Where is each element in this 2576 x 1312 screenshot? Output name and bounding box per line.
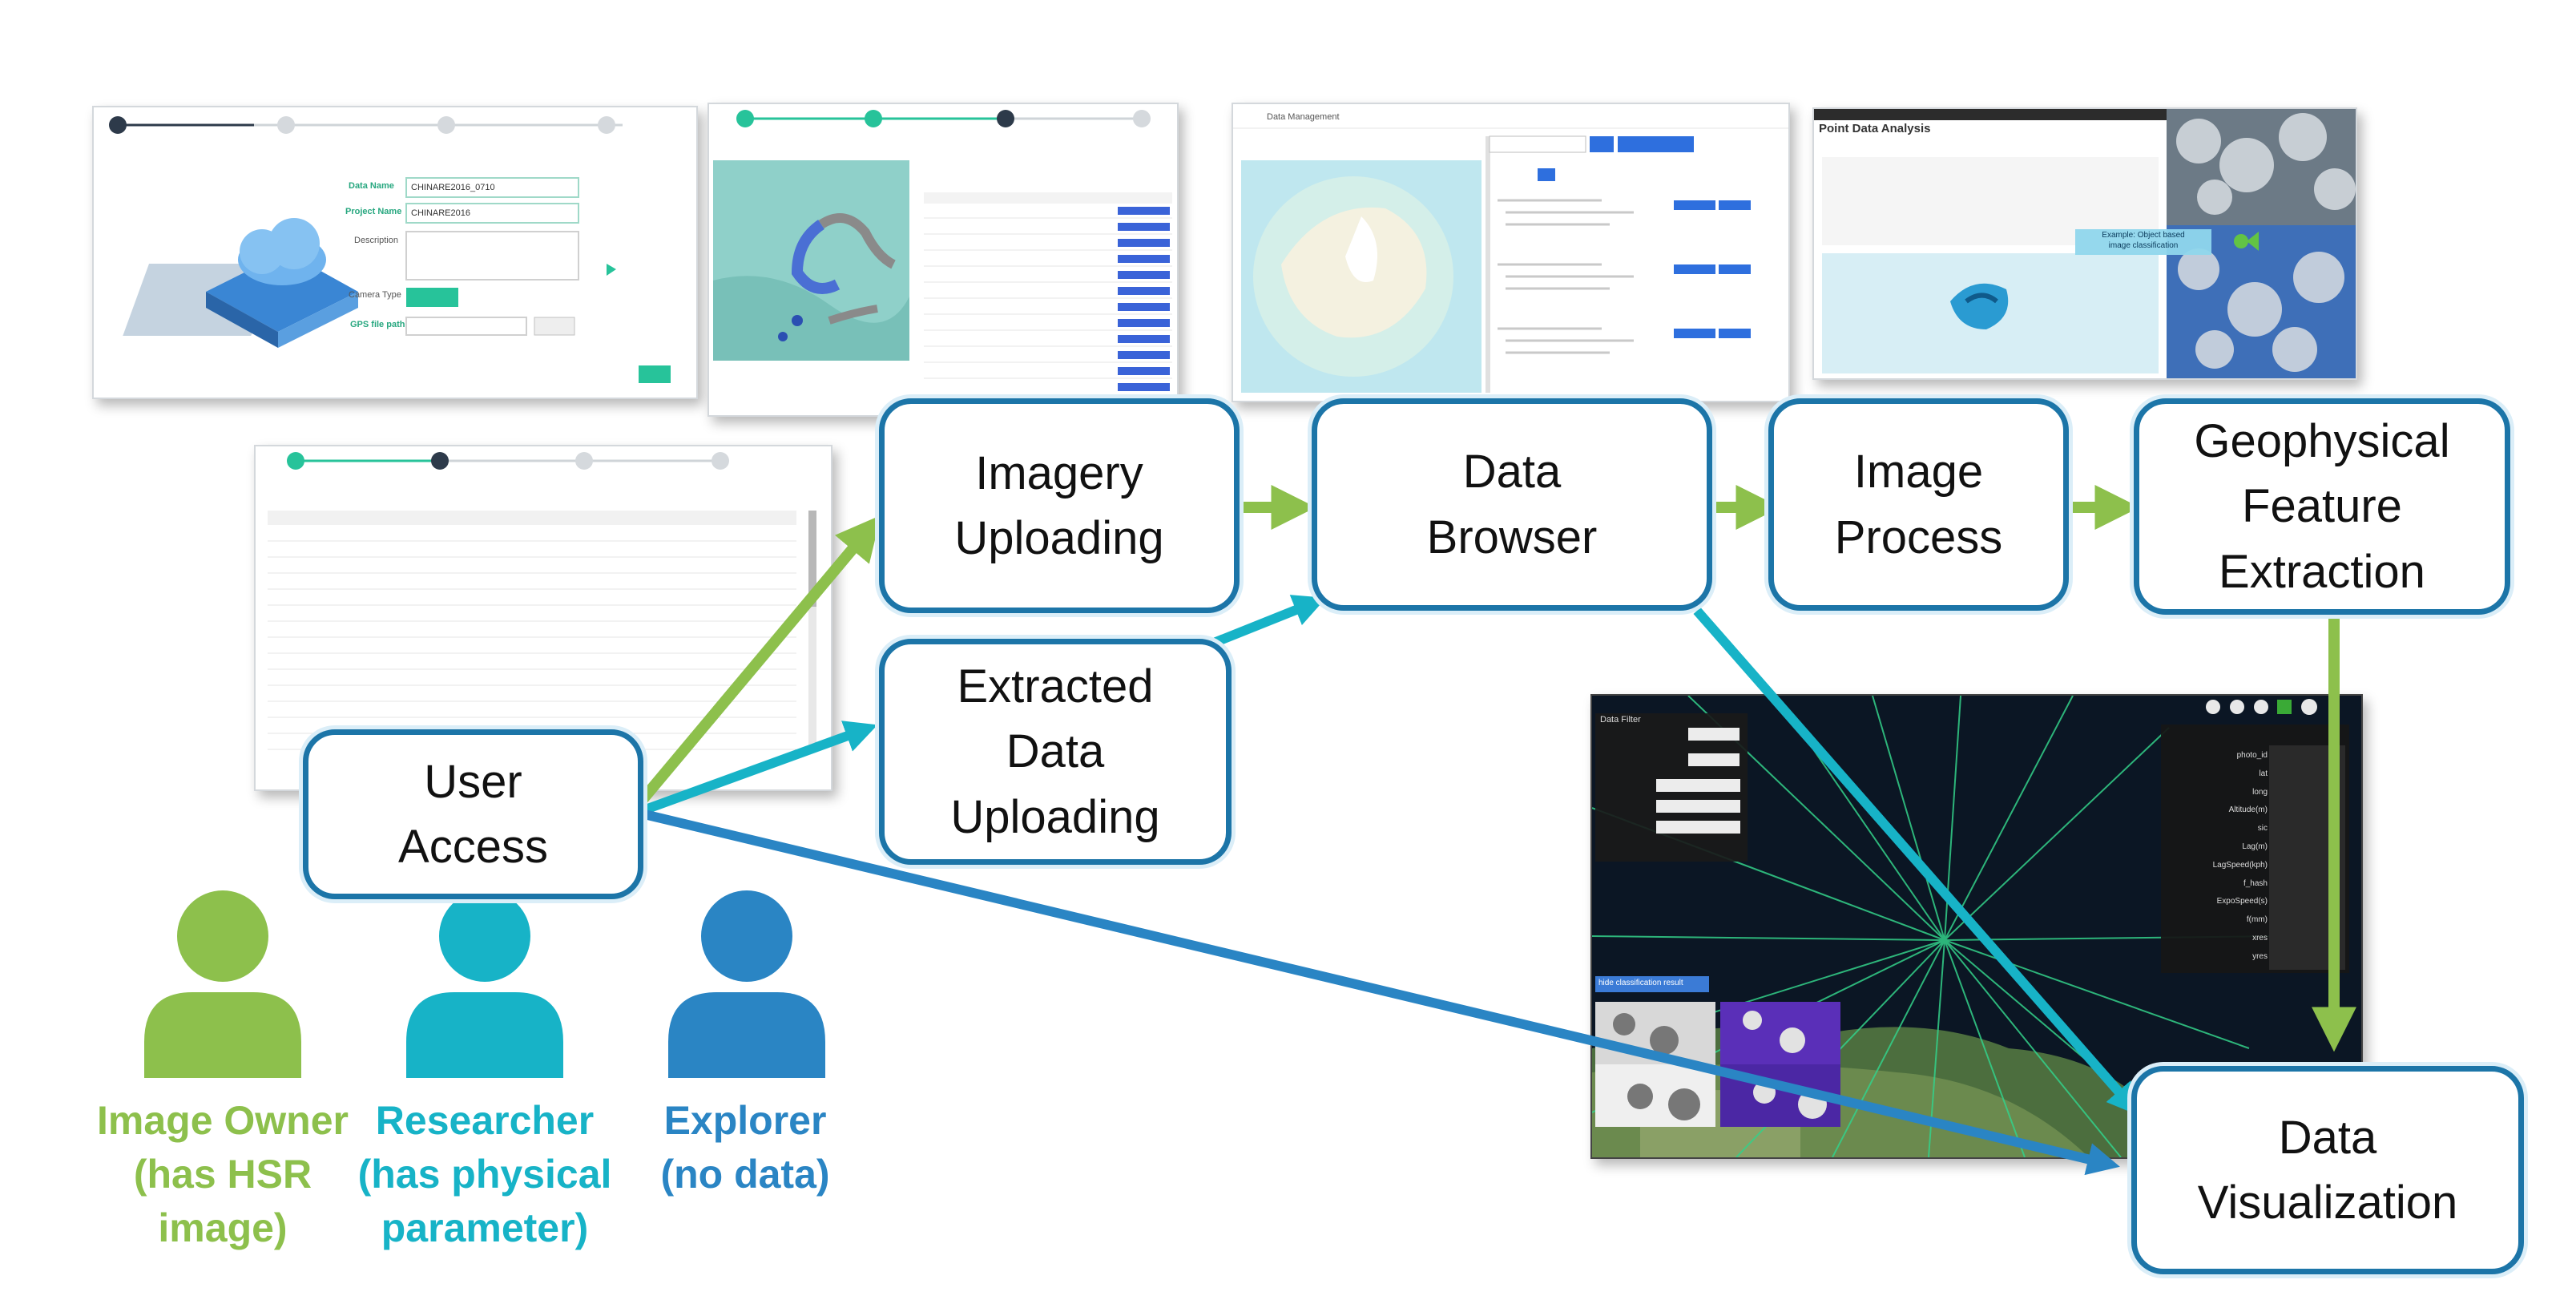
screenshot-upload-form: Data Name Project Name Description Camer…: [92, 106, 698, 399]
node-data-browser: Data Browser: [1312, 398, 1712, 611]
info-row-fmm: f(mm): [2246, 915, 2268, 925]
role-label-explorer: Explorer (no data): [660, 1098, 830, 1197]
upload-field-label-description: Description: [354, 236, 399, 245]
info-row-lat: lat: [2259, 769, 2268, 778]
point-analysis-callout: Example: Object based image classificati…: [2102, 231, 2185, 250]
node-image-process-label: Image Process: [1834, 446, 2003, 563]
arrow-browser-to-visualization: [1693, 608, 2140, 1116]
upload-field-value-data-name: CHINARE2016_0710: [411, 183, 495, 192]
upload-field-label-camera-type: Camera Type: [349, 290, 401, 300]
node-imagery-uploading: Imagery Uploading: [879, 398, 1240, 613]
screenshot-point-analysis: Point Data Analysis Example: Object base…: [1812, 107, 2357, 380]
role-label-researcher: Researcher (has physical parameter): [357, 1098, 612, 1250]
node-extracted-data-uploading: Extracted Data Uploading: [879, 639, 1232, 865]
node-user-access-label: User Access: [398, 755, 548, 873]
node-imagery-uploading-label: Imagery Uploading: [954, 446, 1164, 564]
info-row-f-hash: f_hash: [2243, 878, 2268, 888]
info-row-altitude: Altitude(m): [2228, 805, 2268, 815]
info-row-expospeed: ExpoSpeed(s): [2216, 897, 2268, 906]
data-management-title: Data Management: [1267, 112, 1340, 122]
info-row-photo-id: photo_id: [2236, 751, 2268, 760]
node-user-access: User Access: [303, 729, 643, 899]
arrow-user-to-visualization: [639, 809, 2120, 1176]
info-row-yres: yres: [2252, 951, 2268, 961]
arrow-user-to-extracted: [639, 721, 878, 816]
visualization-info-rows: photo_id lat long Altitude(m) sic Lag(m)…: [2165, 747, 2268, 967]
upload-field-value-project-name: CHINARE2016: [411, 208, 470, 218]
upload-field-label-data-name: Data Name: [349, 181, 394, 191]
node-extracted-data-label: Extracted Data Uploading: [950, 660, 1160, 843]
info-row-lagspeed: LagSpeed(kph): [2212, 860, 2268, 870]
person-icon-image-owner: [144, 890, 301, 1078]
info-row-xres: xres: [2252, 933, 2268, 943]
person-icon-researcher: [406, 890, 563, 1078]
upload-field-label-project-name: Project Name: [345, 207, 402, 216]
node-data-visualization-label: Data Visualization: [2197, 1111, 2458, 1229]
arrow-user-to-imagery: [636, 515, 881, 805]
info-row-long: long: [2252, 787, 2268, 797]
node-data-browser-label: Data Browser: [1426, 446, 1598, 563]
upload-field-label-gps-path: GPS file path: [350, 320, 405, 329]
screenshot-photo-map-table: [707, 103, 1179, 417]
node-data-visualization: Data Visualization: [2131, 1066, 2524, 1274]
person-icon-explorer: [668, 890, 825, 1078]
node-image-process: Image Process: [1768, 398, 2069, 611]
node-geophysical-feature-extraction: Geophysical Feature Extraction: [2134, 398, 2510, 615]
info-row-sic: sic: [2257, 824, 2268, 834]
visualization-filter-title: Data Filter: [1600, 715, 1641, 725]
node-geophysical-label: Geophysical Feature Extraction: [2194, 415, 2450, 598]
visualization-hide-button: hide classification result: [1598, 979, 1683, 987]
info-row-lag: Lag(m): [2242, 842, 2268, 851]
role-label-image-owner: Image Owner (has HSR image): [97, 1098, 349, 1250]
point-analysis-title: Point Data Analysis: [1819, 122, 1931, 135]
